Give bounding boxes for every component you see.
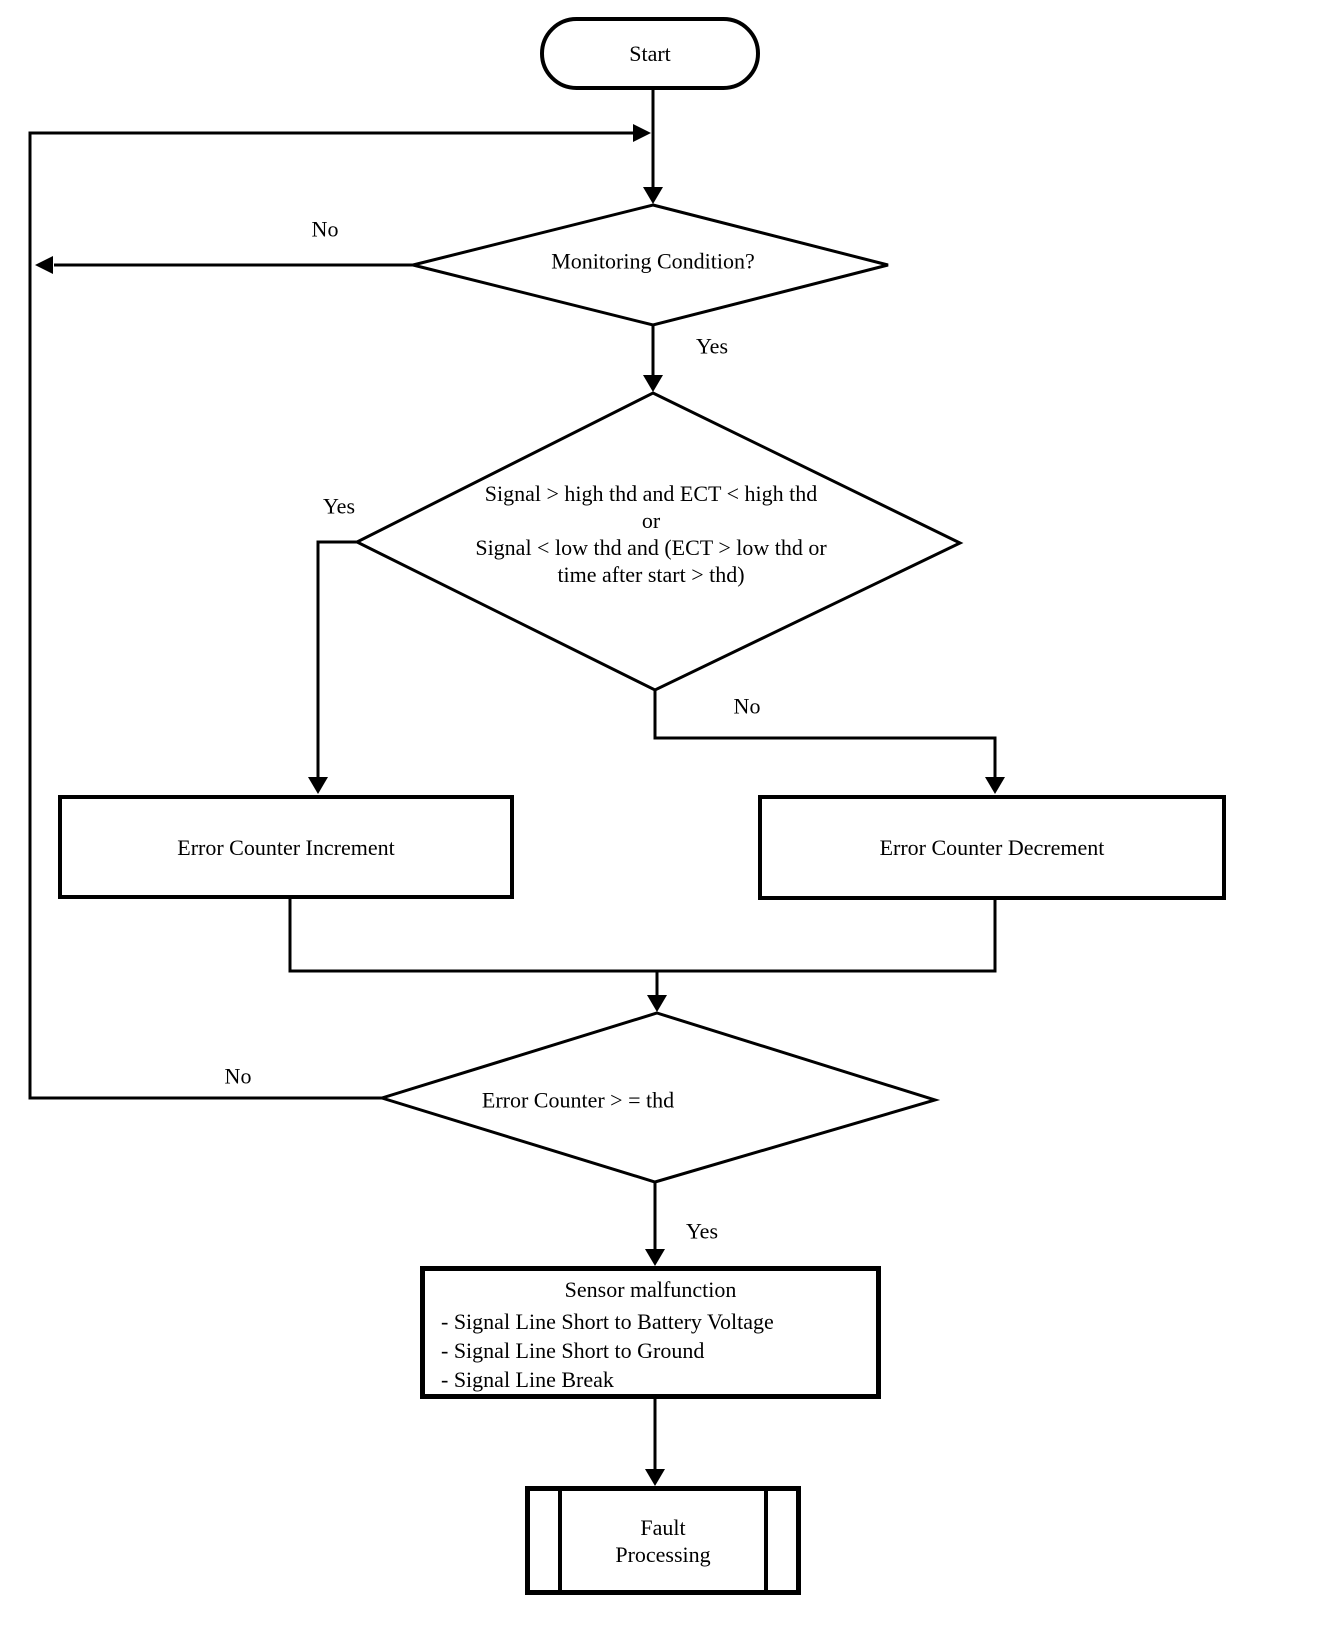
edge-merge-line bbox=[288, 899, 997, 973]
arrowhead-into-monitoring bbox=[643, 187, 663, 204]
node-start: Start bbox=[540, 17, 760, 90]
sensor-malfunction-item: - Signal Line Break bbox=[441, 1367, 614, 1392]
diamond-monitoring-condition bbox=[412, 203, 889, 327]
node-error-counter-increment: Error Counter Increment bbox=[58, 795, 514, 899]
arrowhead-into-fault bbox=[645, 1469, 665, 1486]
arrowhead-into-threshold bbox=[647, 995, 667, 1012]
edge-signal-yes bbox=[316, 540, 357, 780]
edge-label-signal-no: No bbox=[733, 693, 761, 719]
edge-label-monitoring-yes: Yes bbox=[695, 333, 729, 359]
edge-label-signal-yes: Yes bbox=[322, 493, 356, 519]
edge-label-threshold-yes: Yes bbox=[685, 1218, 719, 1244]
node-fault-processing: Fault Processing bbox=[525, 1486, 801, 1595]
arrowhead-into-malfunction bbox=[645, 1249, 665, 1266]
sensor-malfunction-item: - Signal Line Short to Ground bbox=[441, 1338, 705, 1363]
loop-back-line bbox=[28, 131, 634, 1100]
edge-label-monitoring-no: No bbox=[311, 216, 339, 242]
diamond-signal-threshold-check bbox=[353, 391, 964, 692]
arrowhead-loop-into-main bbox=[633, 124, 651, 142]
fault-processing-inner-frame: Fault Processing bbox=[558, 1491, 768, 1590]
node-start-label: Start bbox=[629, 41, 671, 66]
sensor-malfunction-item: - Signal Line Short to Battery Voltage bbox=[441, 1309, 774, 1334]
edge-label-threshold-no: No bbox=[224, 1063, 252, 1089]
node-decrement-label: Error Counter Decrement bbox=[879, 835, 1105, 860]
diamond-error-counter-threshold bbox=[376, 1011, 941, 1184]
node-increment-label: Error Counter Increment bbox=[177, 834, 395, 860]
node-sensor-malfunction: Sensor malfunction - Signal Line Short t… bbox=[420, 1266, 881, 1399]
node-signal-check-label: Signal > high thd and ECT < high thd or … bbox=[475, 481, 827, 587]
sensor-malfunction-title: Sensor malfunction bbox=[564, 1277, 737, 1302]
arrowhead-into-increment bbox=[308, 777, 328, 794]
edge-signal-no bbox=[653, 690, 997, 780]
node-monitoring-label: Monitoring Condition? bbox=[551, 248, 755, 274]
fault-processing-label: Fault Processing bbox=[615, 1514, 711, 1567]
arrowhead-into-decrement bbox=[985, 777, 1005, 794]
node-error-counter-decrement: Error Counter Decrement bbox=[758, 795, 1226, 900]
arrowhead-monitoring-no bbox=[35, 256, 53, 274]
node-threshold-label: Error Counter > = thd bbox=[481, 1087, 675, 1113]
arrowhead-into-signal-check bbox=[643, 375, 663, 392]
